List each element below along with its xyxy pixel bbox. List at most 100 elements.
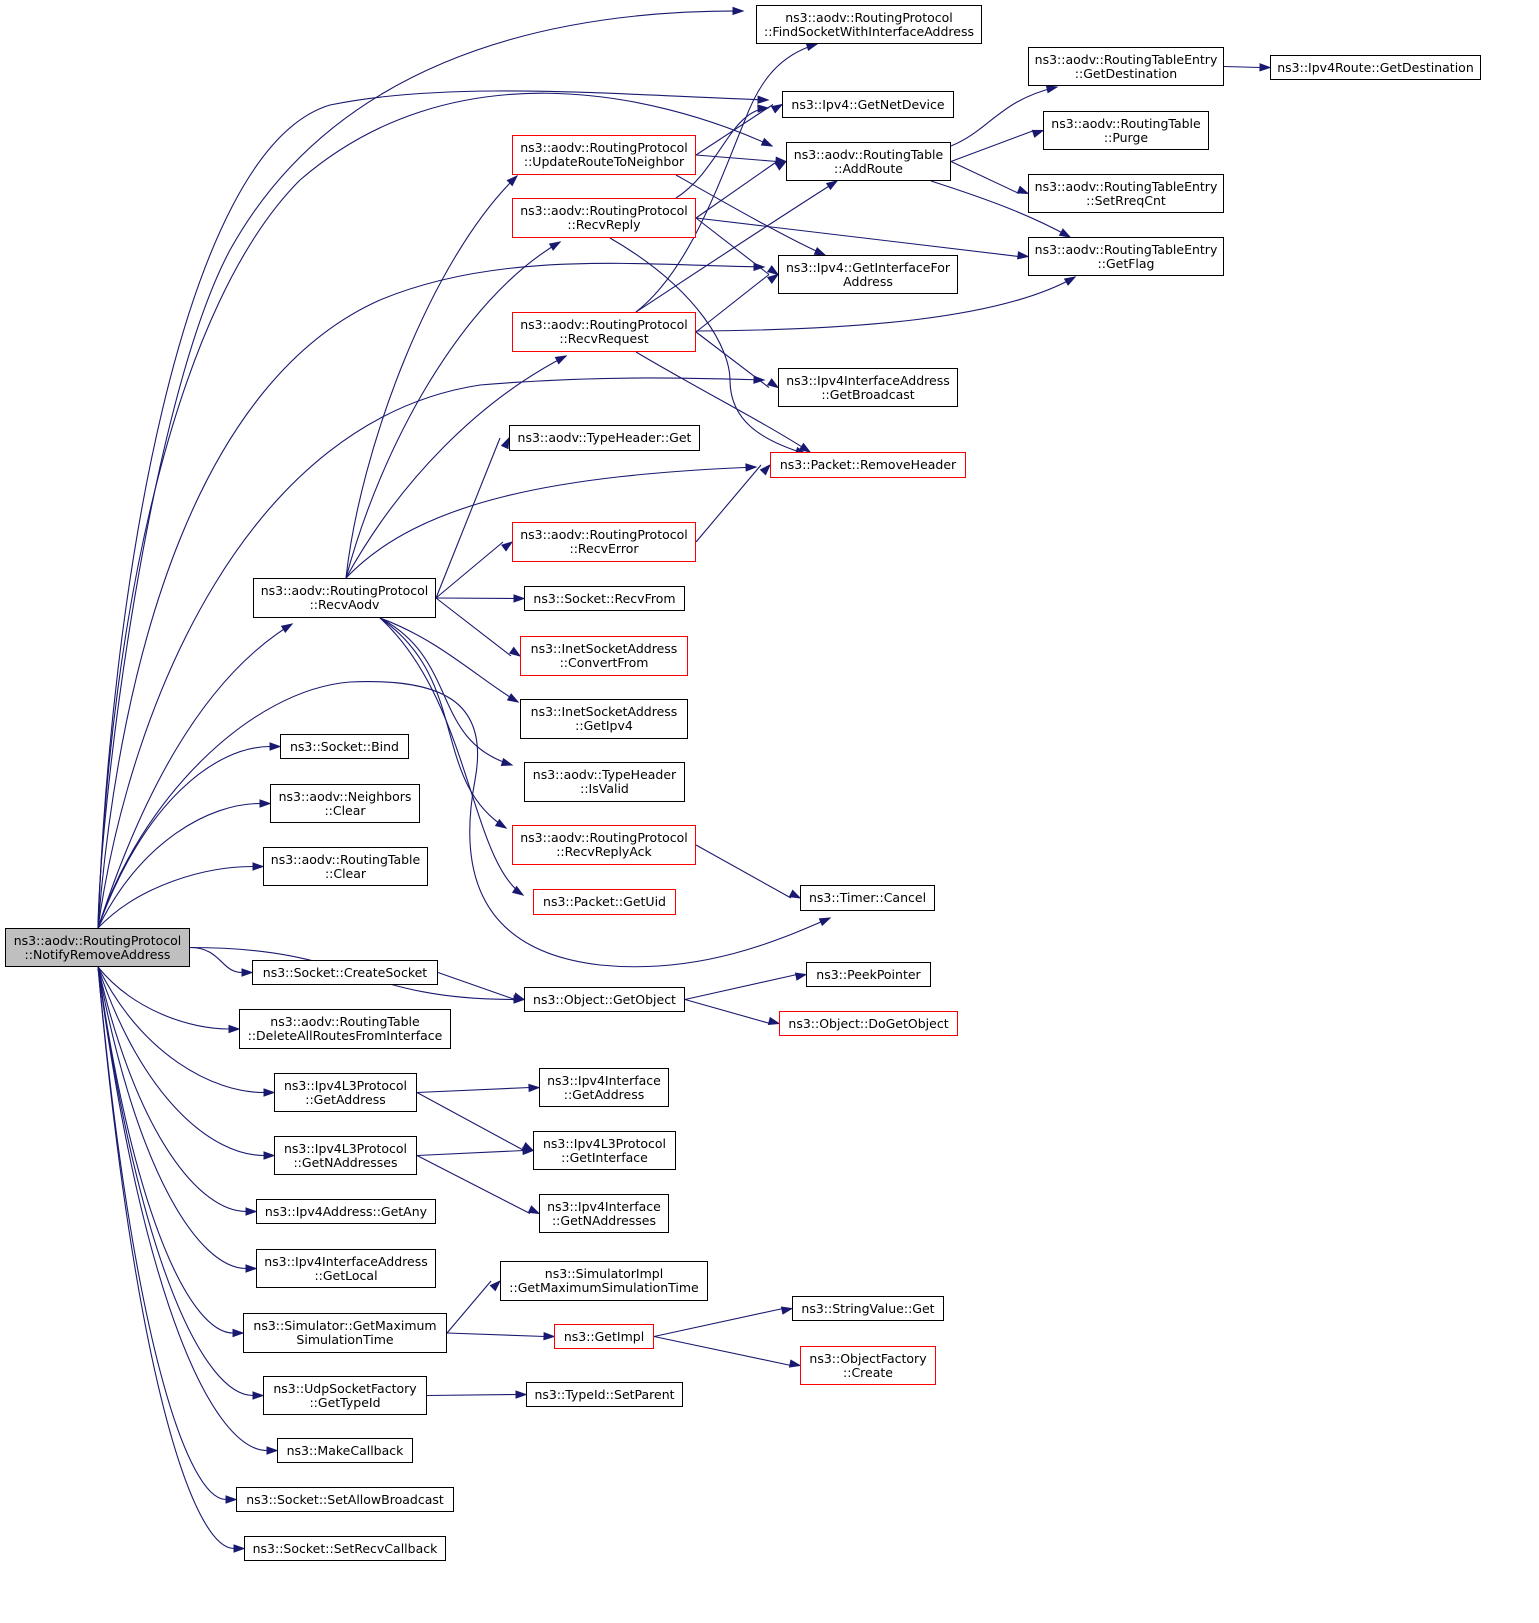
node-label-line: ns3::aodv::RoutingTableEntry — [1034, 241, 1218, 257]
edge-addRoute-to-purge — [950, 129, 1035, 163]
edge-arrowhead — [548, 241, 562, 251]
node-label-line: ns3::Ipv4L3Protocol — [283, 1140, 408, 1156]
node-label-line: ::SetRreqCnt — [1086, 192, 1166, 208]
node-setParent[interactable]: ns3::TypeId::SetParent — [526, 1382, 683, 1407]
node-label-line: ns3::aodv::RoutingProtocol — [13, 932, 182, 948]
node-addRoute[interactable]: ns3::aodv::RoutingTable::AddRoute — [786, 142, 951, 181]
edge-recvAodv-to-isValid — [379, 617, 513, 766]
edge-arrowhead — [494, 818, 508, 829]
node-label-line: ns3::Packet::GetUid — [543, 894, 666, 909]
node-l3GetInterface[interactable]: ns3::Ipv4L3Protocol::GetInterface — [533, 1131, 676, 1170]
node-socketBind[interactable]: ns3::Socket::Bind — [280, 734, 409, 759]
edge-root-to-udpGetTypeId — [97, 966, 254, 1397]
node-setRecvCallback[interactable]: ns3::Socket::SetRecvCallback — [244, 1536, 446, 1561]
edge-createSocket-to-getObject — [437, 971, 516, 1001]
node-recvAodv[interactable]: ns3::aodv::RoutingProtocol::RecvAodv — [253, 578, 436, 618]
node-objectFactoryCreate[interactable]: ns3::ObjectFactory::Create — [800, 1346, 936, 1385]
node-ifGetAddress[interactable]: ns3::Ipv4Interface::GetAddress — [539, 1068, 669, 1107]
edge-addRoute-to-getFlag — [930, 180, 1071, 238]
node-getUid[interactable]: ns3::Packet::GetUid — [533, 889, 676, 915]
edge-arrowhead — [511, 885, 525, 896]
node-getAny[interactable]: ns3::Ipv4Address::GetAny — [256, 1199, 436, 1224]
node-recvReply[interactable]: ns3::aodv::RoutingProtocol::RecvReply — [512, 198, 696, 238]
node-getBroadcast[interactable]: ns3::Ipv4InterfaceAddress::GetBroadcast — [778, 368, 958, 407]
node-neighborsClear[interactable]: ns3::aodv::Neighbors::Clear — [270, 784, 420, 823]
node-recvReplyAck[interactable]: ns3::aodv::RoutingProtocol::RecvReplyAck — [512, 825, 696, 865]
node-l3GetAddress[interactable]: ns3::Ipv4L3Protocol::GetAddress — [274, 1073, 417, 1112]
node-setAllowBroadcast[interactable]: ns3::Socket::SetAllowBroadcast — [236, 1487, 454, 1512]
node-recvError[interactable]: ns3::aodv::RoutingProtocol::RecvError — [512, 522, 696, 562]
node-recvRequest[interactable]: ns3::aodv::RoutingProtocol::RecvRequest — [512, 312, 696, 352]
node-label-line: ns3::InetSocketAddress — [530, 704, 678, 719]
edge-arrowhead — [263, 1088, 276, 1097]
edge-arrowhead — [554, 355, 568, 365]
node-purge[interactable]: ns3::aodv::RoutingTable::Purge — [1043, 111, 1209, 150]
node-label-line: ns3::Ipv4L3Protocol — [283, 1077, 408, 1093]
node-label-line: ns3::aodv::RoutingProtocol — [520, 203, 688, 218]
node-isValid[interactable]: ns3::aodv::TypeHeader::IsValid — [524, 762, 685, 802]
edge-arrowhead — [1063, 276, 1077, 286]
node-doGetObject[interactable]: ns3::Object::DoGetObject — [779, 1011, 958, 1036]
node-root[interactable]: ns3::aodv::RoutingProtocol::NotifyRemove… — [5, 928, 190, 967]
edge-recvRequest-to-getFlag — [695, 276, 1076, 332]
node-timerCancel[interactable]: ns3::Timer::Cancel — [800, 885, 935, 911]
node-getIpv4[interactable]: ns3::InetSocketAddress::GetIpv4 — [520, 699, 688, 739]
edge-arrowhead — [798, 442, 812, 453]
edge-arrowhead — [259, 799, 272, 808]
node-convertFrom[interactable]: ns3::InetSocketAddress::ConvertFrom — [520, 636, 688, 676]
node-label-line: ::RecvError — [569, 541, 639, 556]
edge-arrowhead — [760, 137, 774, 147]
edge-root-to-createSocket — [189, 946, 243, 974]
node-udpGetTypeId[interactable]: ns3::UdpSocketFactory::GetTypeId — [263, 1376, 427, 1415]
node-label-line: ns3::Simulator::GetMaximum — [253, 1318, 437, 1333]
edge-getDestination-to-ipv4RouteGetDest — [1223, 65, 1262, 69]
node-findSocket[interactable]: ns3::aodv::RoutingProtocol::FindSocketWi… — [756, 5, 982, 44]
node-recvFrom[interactable]: ns3::Socket::RecvFrom — [524, 586, 685, 611]
node-label-line: ::GetBroadcast — [821, 386, 915, 402]
node-getLocal[interactable]: ns3::Ipv4InterfaceAddress::GetLocal — [256, 1249, 436, 1288]
edge-arrowhead — [818, 917, 832, 927]
edge-recvAodv-to-recvRequest — [345, 355, 567, 579]
edge-getObject-to-doGetObject — [684, 998, 771, 1025]
edge-root-to-makeCallback — [97, 966, 268, 1452]
node-getNetDevice[interactable]: ns3::Ipv4::GetNetDevice — [782, 91, 954, 118]
edge-arrowhead — [513, 594, 526, 603]
edge-arrowhead — [767, 1016, 781, 1025]
node-getDestination[interactable]: ns3::aodv::RoutingTableEntry::GetDestina… — [1028, 47, 1224, 86]
node-stringValueGet[interactable]: ns3::StringValue::Get — [792, 1296, 944, 1321]
node-label-line: ::RecvAodv — [309, 597, 380, 612]
node-makeCallback[interactable]: ns3::MakeCallback — [277, 1438, 413, 1463]
edge-arrowhead — [500, 436, 510, 450]
node-peekPointer[interactable]: ns3::PeekPointer — [806, 962, 931, 987]
node-getImpl[interactable]: ns3::GetImpl — [554, 1324, 654, 1349]
node-simImplMax[interactable]: ns3::SimulatorImpl::GetMaximumSimulation… — [500, 1261, 708, 1301]
edge-arrowhead — [512, 992, 526, 1001]
node-label-line: ns3::aodv::RoutingProtocol — [520, 317, 688, 332]
node-removeHeader[interactable]: ns3::Packet::RemoveHeader — [770, 452, 966, 478]
node-l3GetNAddresses[interactable]: ns3::Ipv4L3Protocol::GetNAddresses — [274, 1136, 417, 1175]
edge-arrowhead — [770, 103, 784, 114]
edge-root-to-simGetMax — [97, 966, 234, 1334]
edge-root-to-getLocal — [97, 966, 247, 1270]
node-updateRoute[interactable]: ns3::aodv::RoutingProtocol::UpdateRouteT… — [512, 135, 696, 175]
node-ifGetNAddresses[interactable]: ns3::Ipv4Interface::GetNAddresses — [539, 1194, 669, 1233]
node-setRreqCnt[interactable]: ns3::aodv::RoutingTableEntry::SetRreqCnt — [1028, 174, 1224, 213]
edge-arrowhead — [263, 1151, 276, 1160]
node-ipv4RouteGetDest[interactable]: ns3::Ipv4Route::GetDestination — [1270, 55, 1481, 80]
node-getObject[interactable]: ns3::Object::GetObject — [524, 987, 685, 1012]
node-label-line: ns3::aodv::RoutingProtocol — [520, 140, 688, 155]
node-getFlag[interactable]: ns3::aodv::RoutingTableEntry::GetFlag — [1028, 237, 1224, 276]
node-typeHeaderGet[interactable]: ns3::aodv::TypeHeader::Get — [509, 425, 700, 451]
node-label-line: ns3::aodv::RoutingTable — [793, 146, 944, 162]
edge-arrowhead — [788, 1359, 802, 1368]
node-deleteAllRoutes[interactable]: ns3::aodv::RoutingTable::DeleteAllRoutes… — [239, 1009, 451, 1049]
node-createSocket[interactable]: ns3::Socket::CreateSocket — [252, 960, 438, 985]
node-rtClear[interactable]: ns3::aodv::RoutingTable::Clear — [263, 847, 428, 886]
node-label-line: ns3::Socket::SetAllowBroadcast — [246, 1491, 444, 1507]
edge-arrowhead — [543, 1331, 556, 1341]
edge-arrowhead — [506, 693, 520, 703]
node-label-line: ::Purge — [1103, 129, 1149, 145]
edge-root-to-findSocket — [97, 10, 744, 929]
